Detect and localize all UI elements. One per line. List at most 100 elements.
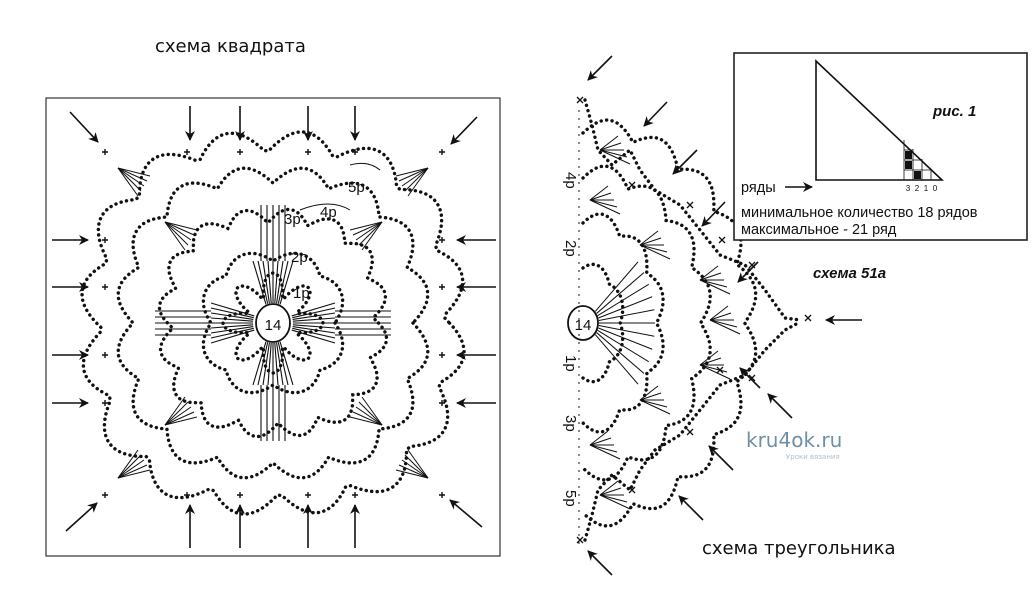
stitch-post	[210, 326, 254, 334]
arrow-diagonal	[737, 261, 759, 283]
fan-post	[589, 444, 621, 460]
corner-fan-post	[361, 221, 383, 251]
arrow-diagonal	[708, 445, 734, 471]
triangle-row-label-4: 4р	[562, 172, 579, 189]
plus-mark	[102, 400, 108, 406]
stitch-post	[252, 260, 267, 305]
corner-fan-post	[164, 411, 195, 426]
square-center-ring: 14	[255, 303, 291, 343]
fan-post	[639, 392, 662, 401]
fan-post	[639, 385, 659, 401]
stitch-post	[292, 326, 336, 334]
plus-mark	[439, 284, 445, 290]
corner-fan-post	[407, 167, 429, 197]
fan-post	[709, 305, 729, 321]
arrow-corner	[450, 116, 478, 145]
stitch-post	[210, 317, 254, 322]
triangle-ring-4	[581, 118, 758, 528]
square-petal	[234, 284, 263, 313]
square-frame	[45, 97, 501, 557]
x-mark	[576, 536, 584, 544]
stitch-post	[291, 302, 336, 317]
plus-mark	[102, 149, 108, 155]
plus-mark	[102, 237, 108, 243]
triangle-ring-2	[581, 212, 665, 434]
x-mark	[748, 374, 756, 382]
corner-fan-post	[401, 167, 429, 187]
fan-post	[699, 357, 722, 366]
triangle-row-label-5: 5р	[562, 490, 579, 507]
square-diagram-caption: схема квадрата	[155, 36, 306, 57]
corner-fan-post	[164, 396, 186, 426]
corner-fan-post	[355, 221, 383, 241]
square-petal	[234, 333, 263, 362]
corner-fan-post	[404, 167, 429, 192]
fan-post	[639, 399, 671, 415]
fan-post	[699, 265, 719, 281]
fan-post	[599, 487, 622, 496]
square-petal	[283, 284, 312, 313]
fan-post	[589, 192, 612, 201]
arrow-diagonal	[678, 495, 704, 521]
square-direction-arrows	[52, 106, 496, 548]
fan-post	[639, 399, 668, 408]
stitch-post	[292, 324, 336, 329]
fan-post	[599, 149, 631, 165]
stitch-post	[292, 307, 336, 319]
corner-fan-post	[398, 167, 429, 182]
fan-post	[709, 312, 732, 321]
corner-fan-post	[117, 449, 139, 479]
plus-mark	[439, 237, 445, 243]
plus-mark	[439, 352, 445, 358]
corner-fan-post	[407, 449, 429, 479]
corner-fan-post	[164, 221, 198, 231]
corner-fan-post	[117, 454, 142, 479]
triangle-center-ring: 14	[567, 305, 599, 341]
corner-fan-post	[117, 167, 151, 177]
plus-mark	[102, 284, 108, 290]
plus-mark	[352, 492, 358, 498]
corner-fan-post	[117, 167, 142, 192]
x-mark	[718, 236, 726, 244]
x-mark	[628, 181, 636, 189]
stitch-post	[267, 260, 272, 304]
fan-post	[699, 364, 731, 380]
stitch-post	[252, 341, 267, 386]
fan-post	[709, 319, 741, 335]
plus-mark	[439, 149, 445, 155]
corner-fan-post	[401, 459, 429, 479]
corner-fan-post	[395, 469, 429, 479]
fan-post	[589, 185, 609, 201]
inset-line-1: минимальное количество 18 рядов	[741, 205, 978, 221]
triangle-diagram: 14 1р 2р 3р 4р 5р схема 51а	[562, 55, 886, 576]
plus-mark	[102, 352, 108, 358]
stitch-post	[277, 342, 289, 386]
fan-post	[699, 279, 728, 288]
square-row-label-4: 4р	[320, 204, 337, 221]
corner-fan-post	[358, 401, 383, 426]
stitch-post	[277, 260, 289, 304]
fan-post	[589, 437, 612, 446]
stitch-post	[210, 307, 254, 319]
stitch-post	[594, 261, 639, 312]
fan-post	[599, 142, 622, 151]
corner-fan-post	[164, 221, 189, 246]
watermark-text: kru4ok.ru	[746, 428, 842, 452]
fan-post	[599, 149, 628, 158]
stitch-post	[291, 329, 336, 344]
square-diagram: 14 1р 2р 3р 4р 5р	[45, 97, 501, 557]
fan-post	[699, 350, 719, 366]
triangle-stitch-posts	[589, 135, 741, 510]
square-row-label-5: 5р	[348, 179, 365, 196]
stitch-post	[210, 324, 254, 329]
scheme-label: схема 51а	[813, 265, 886, 282]
fan-post	[699, 279, 731, 295]
inset-line-2: максимальное - 21 ряд	[741, 222, 897, 238]
arrow-diagonal	[767, 393, 793, 419]
corner-fan-post	[352, 221, 383, 236]
arrow-corner	[65, 502, 98, 532]
stitch-post	[597, 283, 650, 317]
x-mark	[748, 261, 756, 269]
corner-fan-post	[164, 401, 189, 426]
corner-fan-post	[164, 416, 198, 426]
